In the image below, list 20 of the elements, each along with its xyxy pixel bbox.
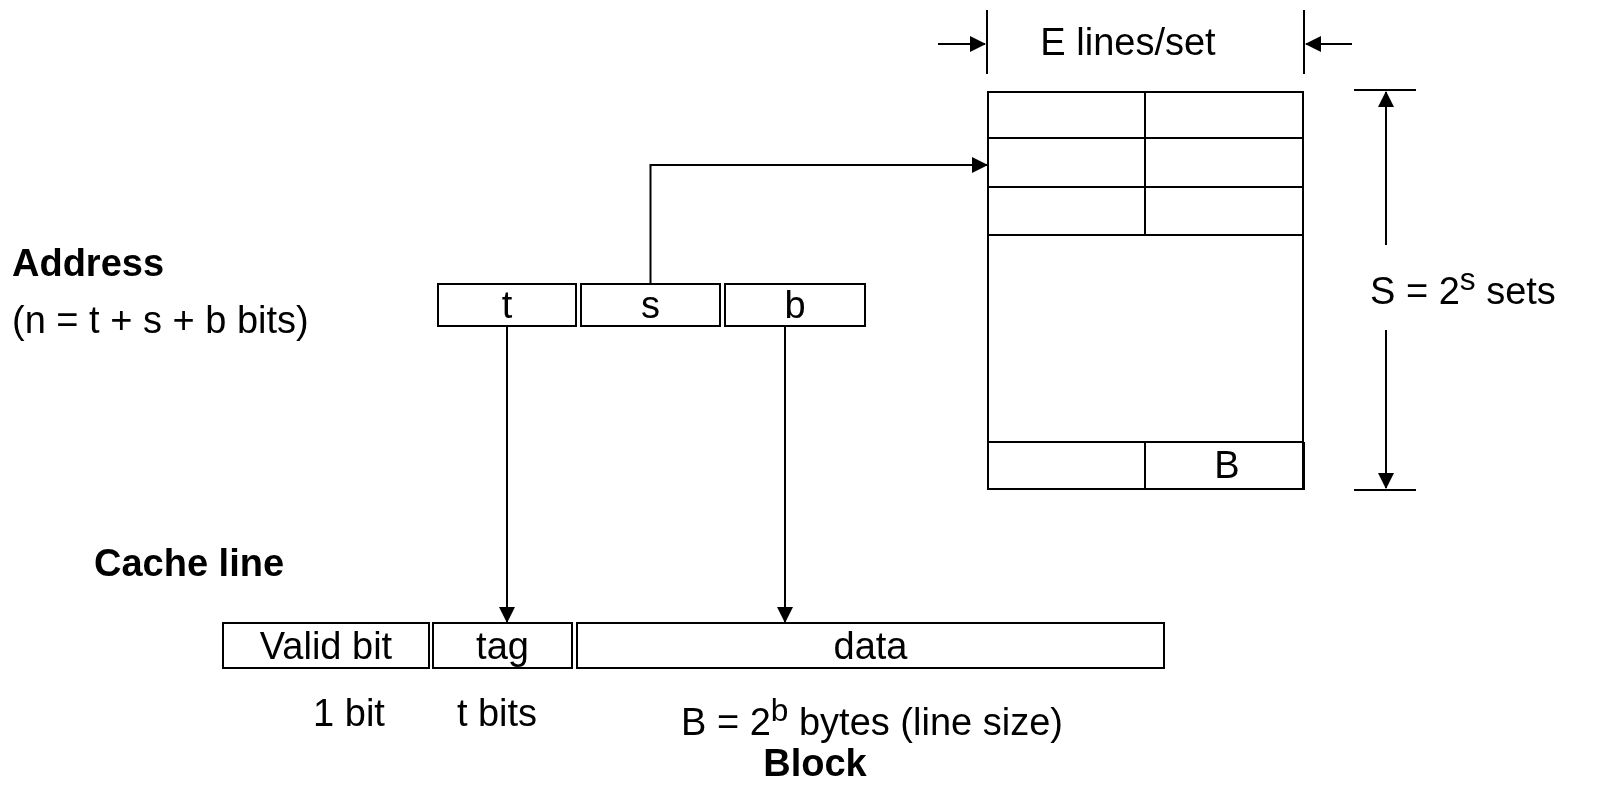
field-width: t bits — [456, 693, 538, 735]
arrow — [499, 326, 515, 623]
heading: Cache line — [94, 543, 285, 585]
field-width: 1 bit — [313, 693, 385, 735]
dimension-label: B — [1214, 445, 1240, 487]
address-field: b — [724, 283, 866, 327]
arrow — [649, 157, 988, 284]
cache-array — [987, 91, 1304, 490]
address-width: (n = t + s + b bits) — [12, 300, 309, 342]
dimension-label: E lines/set — [1040, 22, 1216, 64]
arrow — [777, 326, 793, 623]
heading: Block — [763, 743, 867, 785]
dimension-label: S = 2$^{s}$ sets — [1370, 262, 1556, 313]
field-width: B = 2$^{b}$ bytes (line size) — [681, 693, 1063, 744]
cache-line-field: data — [576, 622, 1165, 669]
address-field: t — [437, 283, 577, 327]
cache-line-field: Valid bit — [222, 622, 430, 669]
address-field: s — [580, 283, 721, 327]
cache-line-field: tag — [432, 622, 573, 669]
heading: Address — [12, 243, 165, 285]
